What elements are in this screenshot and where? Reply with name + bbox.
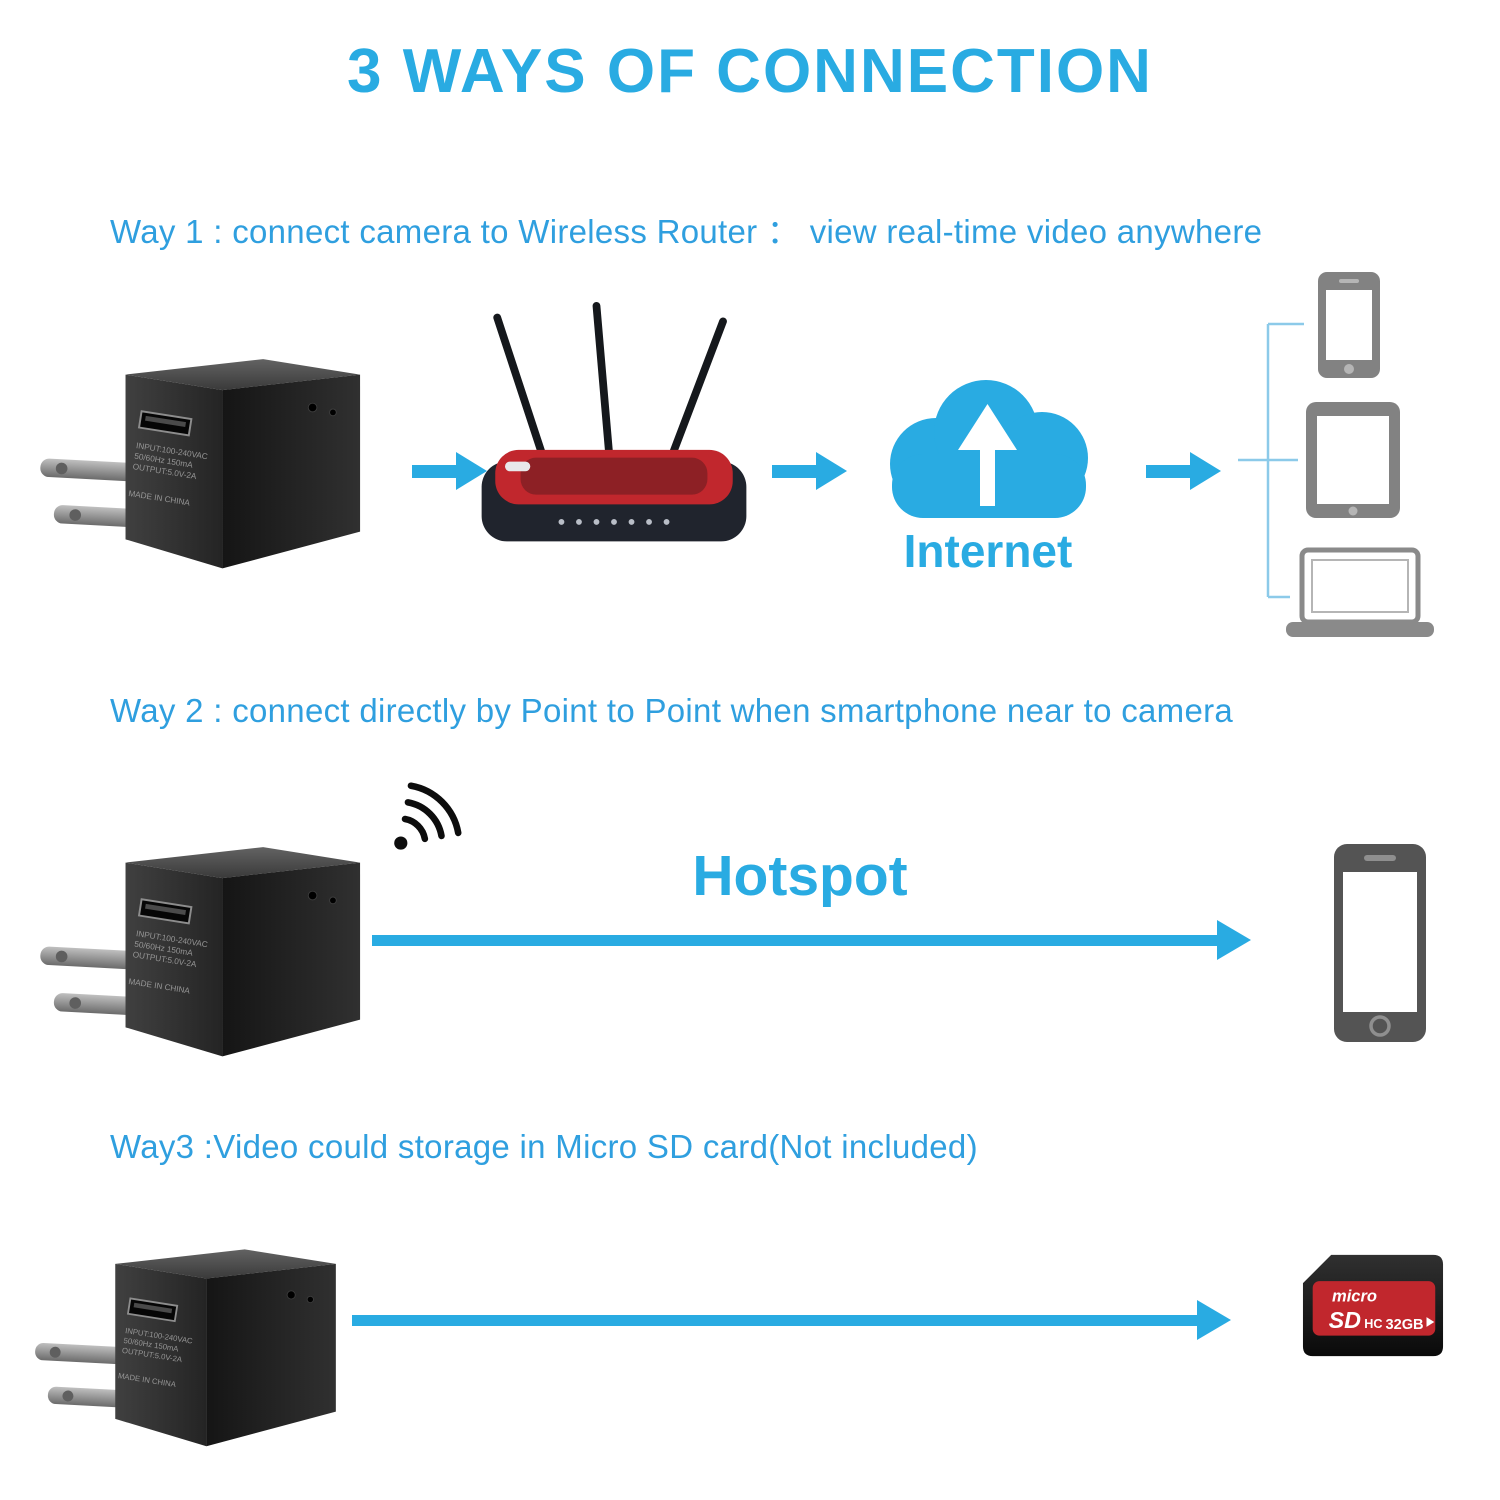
hotspot-arrow-icon	[372, 920, 1251, 960]
hotspot-label: Hotspot	[692, 844, 908, 908]
flow-arrow-icon	[1146, 452, 1221, 490]
router-logo	[504, 461, 531, 472]
way1-heading: Way 1 : connect camera to Wireless Route…	[110, 213, 1263, 250]
mic-hole	[306, 1295, 314, 1304]
way2-heading: Way 2 : connect directly by Point to Poi…	[110, 692, 1234, 729]
usb-port	[137, 410, 193, 437]
camera-lens-hole	[307, 890, 318, 901]
usb-port	[126, 1297, 179, 1323]
page-title: 3 WAYS OF CONNECTION	[347, 37, 1153, 106]
tablet-icon	[1306, 402, 1400, 518]
camera-lens-hole	[286, 1290, 296, 1300]
phone-icon	[1318, 272, 1380, 378]
flow-arrow-icon	[772, 452, 847, 490]
usb-port	[137, 898, 193, 925]
laptop-icon	[1286, 547, 1434, 637]
sd-sd-label: SD	[1329, 1307, 1362, 1333]
internet-cloud-icon	[890, 380, 1088, 518]
charger-camera-icon: INPUT:100-240VAC 50/60Hz 150mA OUTPUT:5.…	[35, 1249, 336, 1447]
connection-bracket	[1238, 322, 1304, 599]
mic-hole	[329, 896, 337, 905]
charger-camera-icon: INPUT:100-240VAC 50/60Hz 150mA OUTPUT:5.…	[40, 359, 361, 569]
sd-capacity-label: 32GB	[1385, 1317, 1423, 1333]
router-antennas	[493, 301, 727, 464]
way3-heading: Way3 :Video could storage in Micro SD ca…	[110, 1128, 978, 1165]
internet-label: Internet	[903, 525, 1073, 577]
camera-lens-hole	[307, 402, 318, 413]
smartphone-icon	[1334, 844, 1426, 1042]
sd-micro-label: micro	[1332, 1287, 1377, 1306]
sd-capacity-arrow	[1426, 1317, 1435, 1327]
sd-arrow-icon	[352, 1300, 1231, 1340]
client-devices-icon	[1238, 272, 1434, 637]
router-status-lights	[558, 518, 670, 525]
charger-camera-icon: INPUT:100-240VAC 50/60Hz 150mA OUTPUT:5.…	[40, 847, 361, 1057]
sd-hc-label: HC	[1364, 1317, 1382, 1331]
upload-arrow-icon	[958, 404, 1017, 506]
wifi-signal-icon	[394, 782, 462, 850]
router-icon	[481, 301, 747, 542]
sd-card-icon: micro SD HC 32GB	[1302, 1254, 1444, 1357]
mic-hole	[329, 408, 337, 417]
